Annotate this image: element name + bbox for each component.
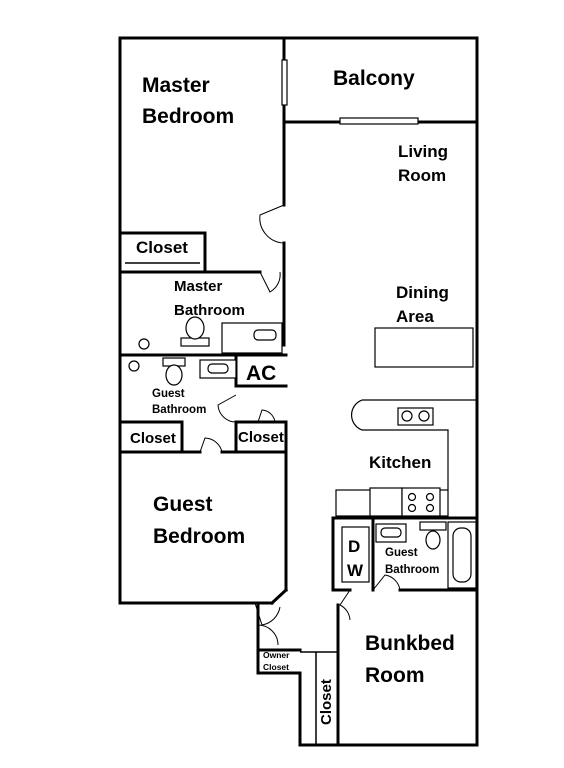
master-bath-door	[259, 271, 281, 293]
balcony-side-window	[281, 59, 288, 106]
balcony-label: Balcony	[333, 67, 415, 90]
room-labels: Master Bedroom Balcony Living Room Close…	[130, 67, 455, 725]
guest-bathroom-2-label-line2: Bathroom	[385, 564, 439, 576]
sink-basin-left	[401, 410, 413, 422]
sink-basin-right	[418, 410, 430, 422]
kitchen-label: Kitchen	[369, 453, 431, 472]
owner-closet-door	[257, 624, 279, 646]
master-bedroom-label-line1: Master	[142, 74, 210, 97]
dining-table	[374, 327, 474, 368]
burner-2	[425, 492, 435, 502]
bunkbed-room-label-line2: Room	[365, 664, 425, 687]
bunkbed-room-label-line1: Bunkbed	[365, 632, 455, 655]
owner-closet-label-line1: Owner	[263, 650, 290, 660]
closet-right-door	[257, 409, 276, 423]
guest-light-icon	[128, 360, 140, 372]
guest-bathroom-1-label-line1: Guest	[152, 388, 185, 400]
master-closet-label: Closet	[136, 238, 188, 257]
master-toilet	[185, 316, 205, 340]
stove	[401, 487, 441, 517]
guest-bath-1-sink	[207, 363, 229, 374]
fixtures	[128, 316, 477, 589]
bunkbed-door	[339, 589, 351, 621]
closet-left-door	[199, 437, 223, 453]
dining-area-label-line2: Area	[396, 307, 434, 326]
fridge	[369, 487, 403, 517]
guest-bedroom-label-line2: Bedroom	[153, 525, 245, 548]
dishwasher-label-line1: D	[348, 537, 360, 556]
ac-label: AC	[246, 362, 276, 385]
closet-right-label: Closet	[238, 429, 284, 446]
doors-windows	[199, 59, 419, 646]
guest-toilet	[165, 364, 183, 386]
kitchen-peninsula	[350, 399, 477, 490]
burner-3	[407, 503, 417, 513]
guest-bath-door	[217, 394, 237, 423]
owner-closet-label-line2: Closet	[263, 662, 289, 672]
guest-bath-2-toilet-tank	[419, 521, 447, 531]
master-bedroom-label-line2: Bedroom	[142, 105, 234, 128]
master-bathroom-label-line1: Master	[174, 278, 223, 295]
master-bathroom-label-line2: Bathroom	[174, 302, 245, 319]
bathtub-basin	[452, 527, 472, 583]
burner-1	[407, 492, 417, 502]
dishwasher-box	[341, 526, 370, 583]
master-light-icon	[138, 338, 150, 350]
living-room-label-line2: Room	[398, 166, 446, 185]
master-bedroom-door	[259, 204, 285, 244]
guest-bath-2-door	[372, 574, 401, 591]
dining-area-label-line1: Dining	[396, 283, 449, 302]
living-room-label-line1: Living	[398, 142, 448, 161]
guest-bathroom-2-label-line1: Guest	[385, 547, 418, 559]
dishwasher-label-line2: W	[347, 561, 364, 580]
bunkbed-closet-label: Closet	[318, 679, 335, 725]
balcony-sliding-door	[339, 117, 419, 125]
guest-bath-2-sink	[380, 527, 402, 538]
guest-bedroom-label-line1: Guest	[153, 493, 213, 516]
guest-bath-2-toilet	[425, 530, 441, 550]
closet-left-label: Closet	[130, 430, 176, 447]
master-bath-sink	[253, 329, 277, 341]
guest-bathroom-1-label-line2: Bathroom	[152, 404, 206, 416]
burner-4	[425, 503, 435, 513]
